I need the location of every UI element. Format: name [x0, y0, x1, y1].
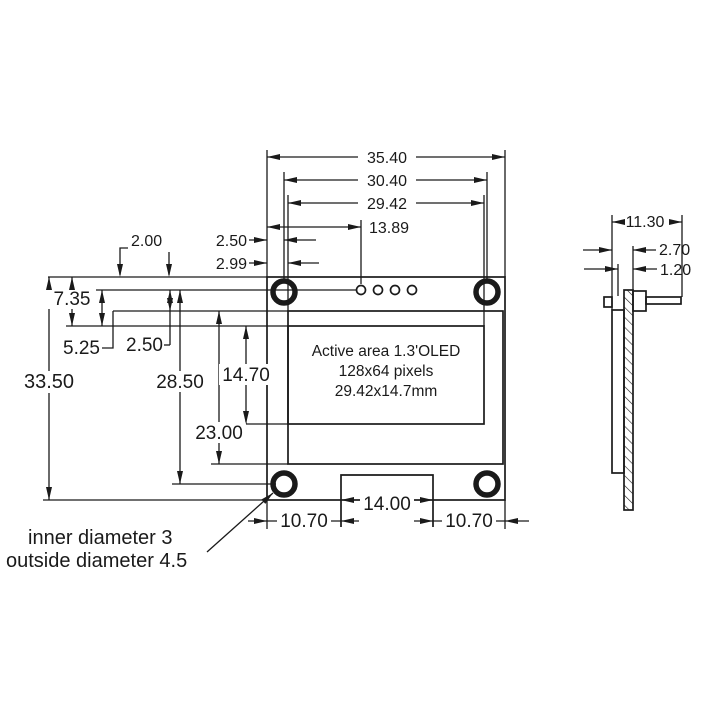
- hole-note: inner diameter 3 outside diameter 4.5: [6, 527, 187, 572]
- dim-bottom-right-margin: 10.70: [445, 511, 493, 532]
- dim-bottom-left-margin: 10.70: [280, 511, 328, 532]
- dim-pcb-thickness: 1.20: [660, 262, 691, 279]
- pin-hole-3: [389, 284, 401, 296]
- dim-top-to-active: 7.35: [54, 289, 91, 310]
- mounting-hole-bottom-left: [270, 470, 298, 498]
- mounting-hole-top-right: [473, 278, 501, 306]
- side-pin-tip: [603, 296, 613, 308]
- side-pcb-section: [623, 289, 634, 511]
- dim-pin1-offset: 13.89: [369, 220, 409, 237]
- dim-top-to-glass: 5.25: [63, 338, 100, 359]
- side-view: [583, 215, 683, 511]
- hole-note-line2: outside diameter 4.5: [6, 550, 187, 572]
- dim-connector-width: 14.00: [363, 494, 411, 515]
- active-area-outline: [287, 325, 485, 425]
- dim-module-thickness: 2.70: [659, 242, 690, 259]
- pin-hole-2: [372, 284, 384, 296]
- note-leader-line: [206, 492, 274, 553]
- side-glass-section: [611, 309, 625, 474]
- dim-pin-row-offset: 2.00: [131, 233, 162, 250]
- active-area-line2: 128x64 pixels: [339, 363, 434, 380]
- extension-lines: [43, 150, 506, 529]
- mounting-hole-top-left: [270, 278, 298, 306]
- hole-note-line1: inner diameter 3: [28, 527, 173, 549]
- side-header-block: [632, 290, 647, 312]
- connector-outline: [340, 474, 434, 527]
- dim-glass-height: 23.00: [195, 423, 243, 444]
- label-masks: [22, 147, 671, 531]
- active-area-label: Active area 1.3'OLED 128x64 pixels 29.42…: [312, 343, 461, 400]
- active-area-line1: Active area 1.3'OLED: [312, 343, 461, 360]
- dim-glass-margin: 2.99: [216, 256, 247, 273]
- dim-hole-margin: 2.50: [216, 233, 247, 250]
- dim-pin-to-bottom-hole: 28.50: [156, 372, 204, 393]
- mounting-hole-bottom-right: [473, 470, 501, 498]
- pin-hole-4: [406, 284, 418, 296]
- dim-overall-width: 35.40: [367, 150, 407, 167]
- active-area-line3: 29.42x14.7mm: [335, 383, 438, 400]
- pin-hole-1: [355, 284, 367, 296]
- dim-overall-height: 33.50: [24, 371, 74, 393]
- dimension-labels: 35.40 30.40 29.42 13.89 2.50 2.99 2.00 7…: [24, 150, 691, 532]
- dim-active-width: 29.42: [367, 196, 407, 213]
- side-pin: [645, 296, 682, 305]
- dim-hole-pitch: 30.40: [367, 173, 407, 190]
- dim-active-height: 14.70: [222, 365, 270, 386]
- dim-depth: 11.30: [626, 214, 665, 231]
- dim-glass-to-active: 2.50: [126, 335, 163, 356]
